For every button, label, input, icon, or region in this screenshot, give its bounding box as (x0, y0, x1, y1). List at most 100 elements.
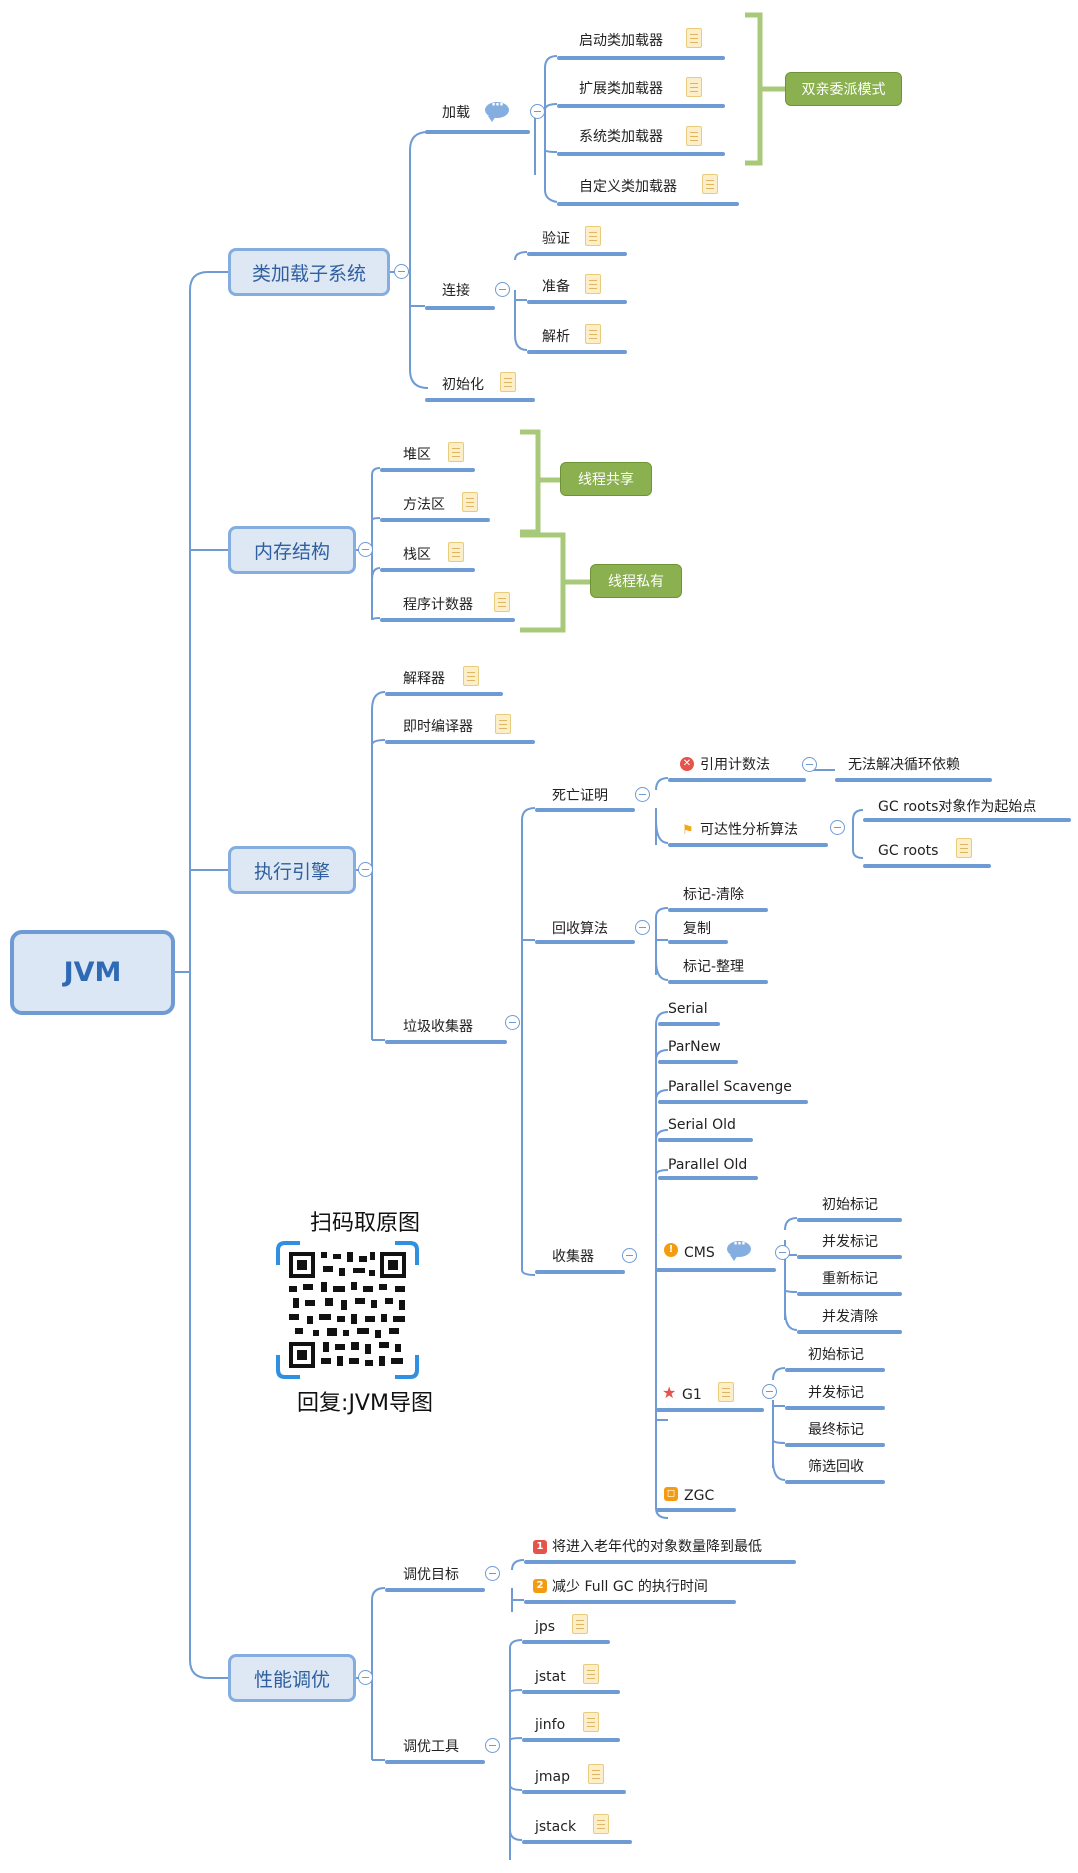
node-tool[interactable]: jinfo (535, 1717, 566, 1733)
node-collectors[interactable]: 收集器 (552, 1249, 594, 1265)
note-icon[interactable] (956, 838, 972, 858)
collapse-icon[interactable] (635, 787, 650, 802)
label-parent-delegation[interactable]: 双亲委派模式 (785, 72, 902, 106)
collapse-icon[interactable] (358, 1670, 373, 1685)
node-stack[interactable]: 栈区 (403, 547, 431, 563)
node-gcroots-start[interactable]: GC roots对象作为起始点 (878, 799, 1037, 815)
node-parallel-scavenge[interactable]: Parallel Scavenge (668, 1079, 792, 1095)
node-parnew[interactable]: ParNew (668, 1039, 721, 1055)
node-memory[interactable]: 内存结构 (228, 526, 356, 574)
comment-icon[interactable] (727, 1237, 751, 1261)
node-g1-step[interactable]: 最终标记 (808, 1422, 864, 1438)
node-pc-register[interactable]: 程序计数器 (403, 597, 473, 613)
node-loader-extension[interactable]: 扩展类加载器 (579, 81, 663, 97)
node-interpreter[interactable]: 解释器 (403, 671, 445, 687)
node-gcroots[interactable]: GC roots (878, 843, 939, 859)
node-gc[interactable]: 垃圾收集器 (403, 1019, 473, 1035)
node-goal[interactable]: 减少 Full GC 的执行时间 (552, 1579, 708, 1595)
node-link[interactable]: 连接 (442, 283, 470, 299)
qr-code-icon[interactable] (275, 1240, 420, 1380)
node-loader-custom[interactable]: 自定义类加载器 (579, 179, 677, 195)
collapse-icon[interactable] (830, 820, 845, 835)
node-tool[interactable]: jps (535, 1619, 556, 1635)
node-tool[interactable]: jstat (535, 1669, 566, 1685)
node-tool[interactable]: jmap (535, 1769, 570, 1785)
node-load[interactable]: 加载 (442, 105, 470, 121)
node-g1[interactable]: G1 (682, 1387, 702, 1403)
note-icon[interactable] (583, 1712, 599, 1732)
node-serial[interactable]: Serial (668, 1001, 708, 1017)
note-icon[interactable] (585, 226, 601, 246)
collapse-icon[interactable] (485, 1738, 500, 1753)
node-init[interactable]: 初始化 (442, 377, 484, 393)
node-cms[interactable]: CMS (684, 1245, 715, 1261)
node-resolve[interactable]: 解析 (542, 329, 570, 345)
node-cms-step[interactable]: 重新标记 (822, 1271, 878, 1287)
collapse-icon[interactable] (635, 920, 650, 935)
collapse-icon[interactable] (394, 264, 409, 279)
note-icon[interactable] (495, 714, 511, 734)
node-serial-old[interactable]: Serial Old (668, 1117, 736, 1133)
node-parallel-old[interactable]: Parallel Old (668, 1157, 748, 1173)
node-refcount-note[interactable]: 无法解决循环依赖 (848, 757, 960, 773)
node-death-proof[interactable]: 死亡证明 (552, 788, 608, 804)
node-mark-compact[interactable]: 标记-整理 (683, 959, 745, 975)
note-icon[interactable] (686, 126, 702, 146)
node-tuning[interactable]: 性能调优 (228, 1654, 356, 1702)
node-cms-step[interactable]: 并发清除 (822, 1309, 878, 1325)
collapse-icon[interactable] (622, 1248, 637, 1263)
node-algorithms[interactable]: 回收算法 (552, 921, 608, 937)
note-icon[interactable] (585, 274, 601, 294)
node-loader-system[interactable]: 系统类加载器 (579, 129, 663, 145)
collapse-icon[interactable] (358, 542, 373, 557)
collapse-icon[interactable] (485, 1566, 500, 1581)
collapse-icon[interactable] (358, 862, 373, 877)
node-loader-bootstrap[interactable]: 启动类加载器 (579, 33, 663, 49)
node-g1-step[interactable]: 筛选回收 (808, 1459, 864, 1475)
node-cms-step[interactable]: 初始标记 (822, 1197, 878, 1213)
collapse-icon[interactable] (762, 1384, 777, 1399)
label-thread-private[interactable]: 线程私有 (590, 564, 682, 598)
note-icon[interactable] (494, 592, 510, 612)
note-icon[interactable] (448, 542, 464, 562)
node-copy[interactable]: 复制 (683, 921, 711, 937)
note-icon[interactable] (572, 1614, 588, 1634)
note-icon[interactable] (588, 1764, 604, 1784)
node-cms-step[interactable]: 并发标记 (822, 1234, 878, 1250)
collapse-icon[interactable] (495, 282, 510, 297)
collapse-icon[interactable] (775, 1245, 790, 1260)
node-engine[interactable]: 执行引擎 (228, 846, 356, 894)
collapse-icon[interactable] (505, 1015, 520, 1030)
node-zgc[interactable]: ZGC (684, 1488, 715, 1504)
note-icon[interactable] (718, 1382, 734, 1402)
node-g1-step[interactable]: 并发标记 (808, 1385, 864, 1401)
node-mark-sweep[interactable]: 标记-清除 (683, 887, 745, 903)
label-thread-shared[interactable]: 线程共享 (560, 462, 652, 496)
node-reachability[interactable]: 可达性分析算法 (700, 822, 798, 838)
note-icon[interactable] (463, 666, 479, 686)
collapse-icon[interactable] (802, 757, 817, 772)
node-method-area[interactable]: 方法区 (403, 497, 445, 513)
node-goal[interactable]: 将进入老年代的对象数量降到最低 (552, 1539, 762, 1555)
node-refcount[interactable]: 引用计数法 (700, 757, 770, 773)
node-heap[interactable]: 堆区 (403, 447, 431, 463)
note-icon[interactable] (686, 77, 702, 97)
note-icon[interactable] (686, 28, 702, 48)
node-tuning-tools[interactable]: 调优工具 (403, 1739, 459, 1755)
node-verify[interactable]: 验证 (542, 231, 570, 247)
node-tool[interactable]: jstack (535, 1819, 577, 1835)
node-tuning-goals[interactable]: 调优目标 (403, 1567, 459, 1583)
node-classloader[interactable]: 类加载子系统 (228, 248, 390, 296)
node-prepare[interactable]: 准备 (542, 279, 570, 295)
note-icon[interactable] (500, 372, 516, 392)
note-icon[interactable] (462, 492, 478, 512)
node-g1-step[interactable]: 初始标记 (808, 1347, 864, 1363)
node-jit[interactable]: 即时编译器 (403, 719, 473, 735)
note-icon[interactable] (702, 174, 718, 194)
note-icon[interactable] (583, 1664, 599, 1684)
note-icon[interactable] (448, 442, 464, 462)
note-icon[interactable] (585, 324, 601, 344)
note-icon[interactable] (593, 1814, 609, 1834)
collapse-icon[interactable] (530, 104, 545, 119)
comment-icon[interactable] (485, 98, 509, 122)
